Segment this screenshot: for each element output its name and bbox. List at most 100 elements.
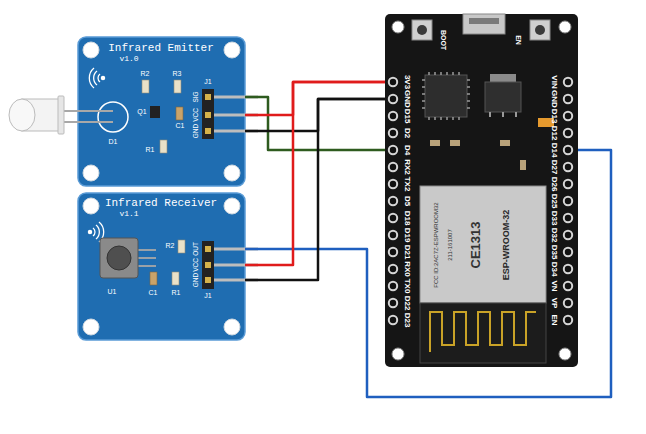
- pin-label: OUT: [192, 242, 199, 256]
- pin-hole: [389, 180, 397, 188]
- pin-label: TX0: [403, 279, 412, 294]
- pin-label: D19: [403, 228, 412, 243]
- pin-hole: [389, 231, 397, 239]
- receiver-board: [78, 193, 258, 340]
- emitter-module: Infrared Emitterv1.0: [78, 37, 245, 186]
- pin-hole: [564, 282, 572, 290]
- ir-led: [64, 110, 113, 112]
- part-label: R2: [166, 242, 175, 250]
- board-title: Infrared Receiver: [105, 197, 217, 209]
- pin-hole: [389, 112, 397, 120]
- ir-icon: [89, 68, 94, 88]
- pin-label: D4: [403, 145, 412, 155]
- pin-hole: [564, 316, 572, 324]
- pin-label: VCC: [192, 258, 199, 272]
- mount-hole: [224, 165, 240, 181]
- pin-holes: [389, 78, 572, 324]
- usb-uart-chip: [422, 72, 470, 120]
- pin-label: D5: [403, 196, 412, 206]
- mount-hole: [224, 42, 240, 58]
- module-shield: [420, 186, 546, 303]
- pin-hole: [389, 146, 397, 154]
- smd-part: [500, 140, 510, 146]
- pin-hole: [389, 129, 397, 137]
- usb-uart-chip: [425, 75, 467, 117]
- mount-hole: [83, 198, 99, 214]
- wire: [245, 150, 611, 397]
- voltage-regulator: [490, 112, 516, 117]
- smd-part: [430, 140, 440, 146]
- capacitor-symbol: [150, 272, 157, 285]
- pin-label: D12: [550, 126, 559, 141]
- pin-label: D27: [550, 160, 559, 175]
- wire: [245, 99, 385, 131]
- pin-hole: [564, 248, 572, 256]
- wire: [245, 97, 385, 150]
- pin-hole: [389, 214, 397, 222]
- pin-label: D26: [550, 177, 559, 192]
- pin-label: D18: [403, 211, 412, 226]
- ir-receiver-symbol: [100, 238, 138, 278]
- ir-icon: [94, 71, 97, 85]
- mount-hole: [224, 198, 240, 214]
- usb-uart-chip: [422, 72, 470, 120]
- pin-label: D23: [403, 313, 412, 328]
- antenna-area: [420, 303, 546, 363]
- mount-hole: [83, 42, 99, 58]
- part-label: R1: [172, 289, 181, 297]
- pin-hole: [564, 180, 572, 188]
- transistor-symbol: [150, 106, 160, 118]
- push-button: [530, 20, 550, 40]
- ir-led: [9, 99, 35, 131]
- voltage-regulator: [485, 74, 521, 117]
- push-button: [535, 25, 545, 35]
- pin-hole: [564, 231, 572, 239]
- pin-hole: [389, 316, 397, 324]
- voltage-regulator: [490, 74, 516, 82]
- push-button: [412, 20, 432, 40]
- pin-hole: [389, 265, 397, 273]
- button-label: BOOT: [439, 30, 447, 50]
- pin-label: GND: [403, 90, 412, 108]
- pin-label: D25: [550, 194, 559, 209]
- resistor-symbol: [142, 80, 149, 93]
- wire: [245, 99, 385, 280]
- pin-label: RX0: [403, 261, 412, 277]
- pin-label: D21: [403, 245, 412, 260]
- led-outline: [98, 102, 128, 132]
- pin-hole: [389, 95, 397, 103]
- pin-hole: [564, 214, 572, 222]
- pin-hole: [389, 163, 397, 171]
- ir-receiver-symbol: [138, 265, 156, 267]
- pin-hole: [564, 129, 572, 137]
- pin-header: [205, 128, 211, 134]
- esp32-board: [385, 14, 578, 367]
- pcb-antenna: [430, 312, 536, 352]
- chip-marking: 211-161007: [447, 229, 454, 261]
- pin-label: D34: [550, 262, 559, 277]
- part-label: R3: [173, 70, 182, 78]
- pin-label: EN: [550, 314, 559, 325]
- pin-label: D15: [403, 109, 412, 124]
- version-label: v1.0: [119, 55, 138, 64]
- pin-hole: [564, 197, 572, 205]
- mount-hole: [559, 348, 571, 360]
- mount-hole: [83, 319, 99, 335]
- pin-label: D22: [403, 296, 412, 311]
- smd-part: [520, 160, 526, 170]
- mount-hole: [83, 165, 99, 181]
- pin-label: VN: [550, 280, 559, 291]
- pin-hole: [389, 299, 397, 307]
- capacitor-symbol: [176, 107, 183, 120]
- part-label: R1: [146, 146, 155, 154]
- mount-hole: [559, 21, 571, 33]
- pin-header: [205, 94, 211, 100]
- pin-label: GND: [192, 273, 199, 287]
- pin-hole: [564, 146, 572, 154]
- ir-receiver-symbol: [107, 246, 131, 270]
- mount-hole: [224, 319, 240, 335]
